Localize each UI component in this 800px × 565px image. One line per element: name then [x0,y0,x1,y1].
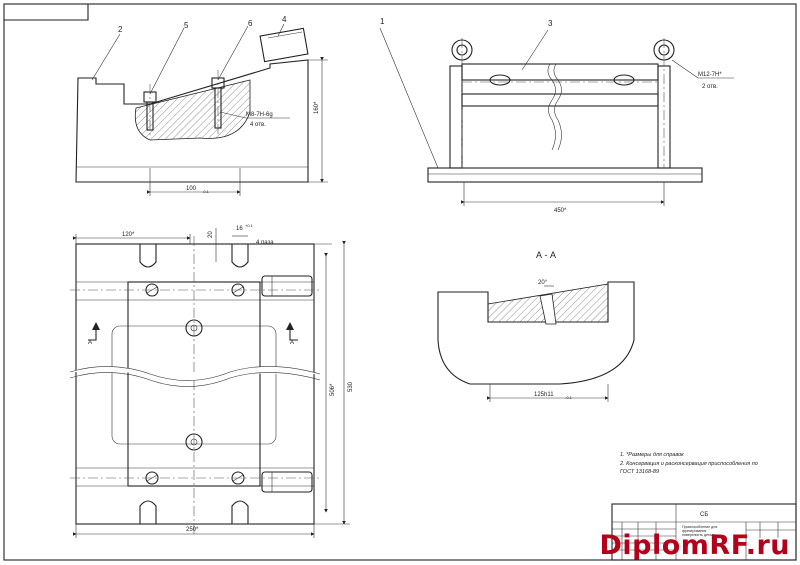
section-arrow-left: А [88,340,92,346]
callout-1: 1 [380,17,385,26]
title-name-line3: поверхность детали [682,533,716,537]
dim-plan-506: 506* [330,383,336,396]
section-title: А - А [536,250,556,260]
title-name-line2: фрезерования [682,529,706,533]
title-name-line1: Приспособление для [682,525,717,529]
thread-m12-line1: M12-7H* [698,72,722,78]
title-doc-code: СБ [700,512,708,518]
callout-3: 3 [548,19,553,28]
side-view [75,23,328,196]
title-block [611,503,797,561]
note-3: ГОСТ 13168-89 [620,469,659,475]
dim-side-height: 160* [314,101,320,114]
note-2: 2. Консервация и расконсервация приспосо… [619,461,758,467]
dim-plan-250: 250* [186,527,199,533]
watermark-logo: DiplomRF.ru [599,530,790,561]
callout-5: 5 [184,21,189,30]
callout-4: 4 [282,15,287,24]
callout-6: 6 [248,19,253,28]
front-view [379,27,734,206]
dim-front-width: 450* [554,208,567,214]
dim-plan-slot-width-tol: +0.1 [245,223,254,228]
dim-section-width: 125h11 [534,392,554,398]
thread-m12-line2: 2 отв. [702,84,718,90]
dim-section-angle: 20° [538,280,548,286]
note-1: 1. *Размеры для справок [620,452,684,458]
callout-2: 2 [118,25,123,34]
thread-m8-line1: M8-7H-6g [246,112,273,118]
section-arrow-right: А [290,340,294,346]
dim-section-width-sub: -0.1 [565,395,573,400]
section-a-a-view [437,281,635,402]
dim-side-base-sub: -0.1 [202,189,210,194]
dim-plan-slot-width: 16 [236,226,243,232]
dim-side-base: 100 [186,186,197,192]
dim-plan-top: 120* [122,232,135,238]
dim-plan-530: 530 [348,381,354,392]
dim-plan-slots: 4 паза [256,240,274,246]
thread-m8-line2: 4 отв. [250,122,266,128]
frame [3,3,797,561]
dim-plan-slot-depth: 20 [208,231,214,238]
plan-view [69,228,350,538]
